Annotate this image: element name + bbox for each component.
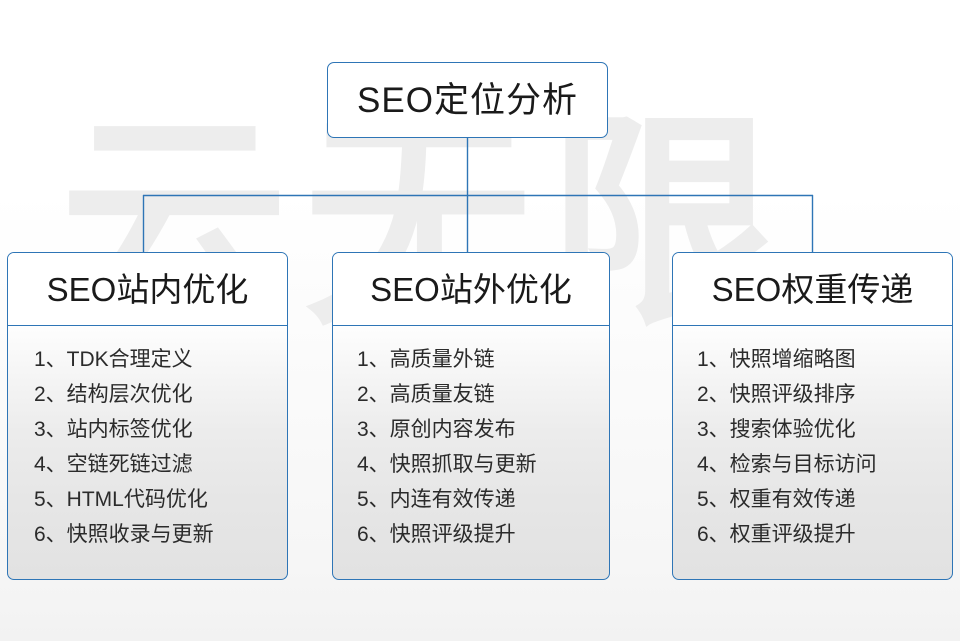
branch-header-1: SEO站内优化: [8, 253, 287, 326]
list-item: 4、检索与目标访问: [697, 453, 877, 476]
list-item: 3、搜索体验优化: [697, 418, 856, 441]
branch-list-3: 1、快照增缩略图 2、快照评级排序 3、搜索体验优化 4、检索与目标访问 5、权…: [673, 326, 952, 552]
list-item: 4、空链死链过滤: [34, 453, 193, 476]
list-item: 5、内连有效传递: [357, 488, 516, 511]
branch-title-3: SEO权重传递: [711, 270, 914, 308]
branch-list-1: 1、TDK合理定义 2、结构层次优化 3、站内标签优化 4、空链死链过滤 5、H…: [8, 326, 287, 552]
branch-title-2: SEO站外优化: [370, 270, 572, 308]
list-item: 5、权重有效传递: [697, 488, 856, 511]
list-item: 1、高质量外链: [357, 348, 495, 371]
list-item: 3、原创内容发布: [357, 418, 516, 441]
list-item: 6、快照收录与更新: [34, 523, 214, 546]
branch-column-1[interactable]: SEO站内优化 1、TDK合理定义 2、结构层次优化 3、站内标签优化 4、空链…: [7, 252, 288, 580]
root-node[interactable]: SEO定位分析: [327, 62, 608, 138]
branch-title-1: SEO站内优化: [46, 270, 249, 308]
list-item: 2、结构层次优化: [34, 383, 193, 406]
list-item: 2、快照评级排序: [697, 383, 856, 406]
branch-header-2: SEO站外优化: [333, 253, 609, 326]
branch-column-3[interactable]: SEO权重传递 1、快照增缩略图 2、快照评级排序 3、搜索体验优化 4、检索与…: [672, 252, 953, 580]
list-item: 2、高质量友链: [357, 383, 495, 406]
list-item: 3、站内标签优化: [34, 418, 193, 441]
branch-column-2[interactable]: SEO站外优化 1、高质量外链 2、高质量友链 3、原创内容发布 4、快照抓取与…: [332, 252, 610, 580]
list-item: 6、权重评级提升: [697, 523, 856, 546]
branch-list-2: 1、高质量外链 2、高质量友链 3、原创内容发布 4、快照抓取与更新 5、内连有…: [333, 326, 609, 552]
list-item: 5、HTML代码优化: [34, 488, 208, 511]
list-item: 4、快照抓取与更新: [357, 453, 537, 476]
list-item: 1、TDK合理定义: [34, 348, 193, 371]
list-item: 1、快照增缩略图: [697, 348, 856, 371]
branch-header-3: SEO权重传递: [673, 253, 952, 326]
root-node-title: SEO定位分析: [357, 80, 578, 120]
list-item: 6、快照评级提升: [357, 523, 516, 546]
